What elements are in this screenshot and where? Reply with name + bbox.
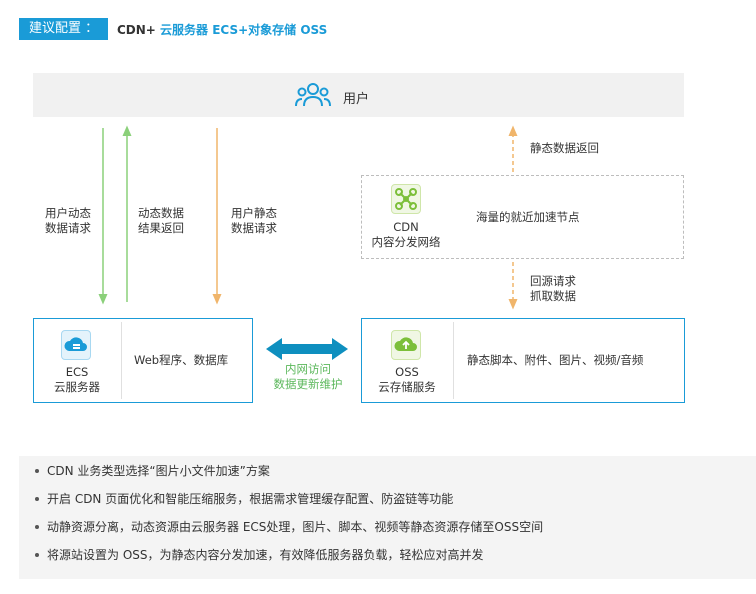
cdn-description: 海量的就近加速节点 — [476, 210, 580, 224]
users-icon — [295, 83, 331, 107]
oss-box — [361, 318, 685, 403]
user-label: 用户 — [343, 92, 370, 107]
config-title: CDN+ 云服务器 ECS+对象存储 OSS — [117, 21, 327, 39]
notes-panel: CDN 业务类型选择“图片小文件加速”方案 开启 CDN 页面优化和智能压缩服务… — [19, 456, 756, 579]
note-item: 开启 CDN 页面优化和智能压缩服务，根据需求管理缓存配置、防盗链等功能 — [33, 492, 756, 520]
static-request-line2: 数据请求 — [231, 221, 277, 235]
static-request-line1: 用户静态 — [231, 206, 277, 220]
dynamic-return-line1: 动态数据 — [138, 206, 184, 220]
oss-name-line1: OSS — [395, 365, 419, 379]
dynamic-request-line1: 用户动态 — [45, 206, 91, 220]
cloud-server-icon — [61, 330, 91, 360]
intranet-double-arrow — [266, 338, 348, 360]
network-nodes-icon — [391, 184, 421, 214]
dynamic-request-line2: 数据请求 — [45, 221, 91, 235]
origin-fetch-line1: 回源请求 — [530, 274, 576, 288]
cdn-box — [361, 175, 684, 259]
oss-name: OSS 云存储服务 — [371, 365, 443, 395]
static-return-label: 静态数据返回 — [530, 141, 599, 155]
dynamic-request-label: 用户动态 数据请求 — [45, 206, 91, 236]
ecs-name-line2: 云服务器 — [54, 380, 100, 394]
ecs-description: Web程序、数据库 — [134, 353, 229, 367]
origin-fetch-label: 回源请求 抓取数据 — [530, 274, 576, 304]
note-item: 将源站设置为 OSS，为静态内容分发加速，有效降低服务器负载，轻松应对高并发 — [33, 548, 756, 576]
cdn-name: CDN 内容分发网络 — [370, 220, 442, 250]
note-item: CDN 业务类型选择“图片小文件加速”方案 — [33, 464, 756, 492]
origin-fetch-line2: 抓取数据 — [530, 289, 576, 303]
note-item: 动静资源分离，动态资源由云服务器 ECS处理，图片、脚本、视频等静态资源存储至O… — [33, 520, 756, 548]
config-title-cdn: CDN+ — [117, 23, 156, 37]
ecs-box — [33, 318, 253, 403]
cloud-storage-icon — [391, 330, 421, 360]
oss-description: 静态脚本、附件、图片、视频/音频 — [467, 353, 644, 367]
ecs-divider — [121, 322, 122, 399]
user-bar — [33, 73, 684, 117]
intranet-line2: 数据更新维护 — [273, 377, 343, 391]
ecs-name: ECS 云服务器 — [41, 365, 113, 395]
oss-name-line2: 云存储服务 — [378, 380, 436, 394]
intranet-line1: 内网访问 — [285, 362, 331, 376]
dynamic-return-label: 动态数据 结果返回 — [138, 206, 184, 236]
intranet-label: 内网访问 数据更新维护 — [262, 362, 354, 392]
cdn-name-line2: 内容分发网络 — [371, 235, 441, 249]
config-title-services: 云服务器 ECS+对象存储 OSS — [155, 23, 328, 37]
ecs-name-line1: ECS — [65, 365, 89, 379]
oss-divider — [453, 322, 454, 399]
static-request-label: 用户静态 数据请求 — [231, 206, 277, 236]
notes-list: CDN 业务类型选择“图片小文件加速”方案 开启 CDN 页面优化和智能压缩服务… — [19, 456, 756, 576]
recommended-config-tag: 建议配置 ： — [19, 18, 108, 40]
cdn-name-line1: CDN — [393, 220, 419, 234]
dynamic-return-line2: 结果返回 — [138, 221, 184, 235]
